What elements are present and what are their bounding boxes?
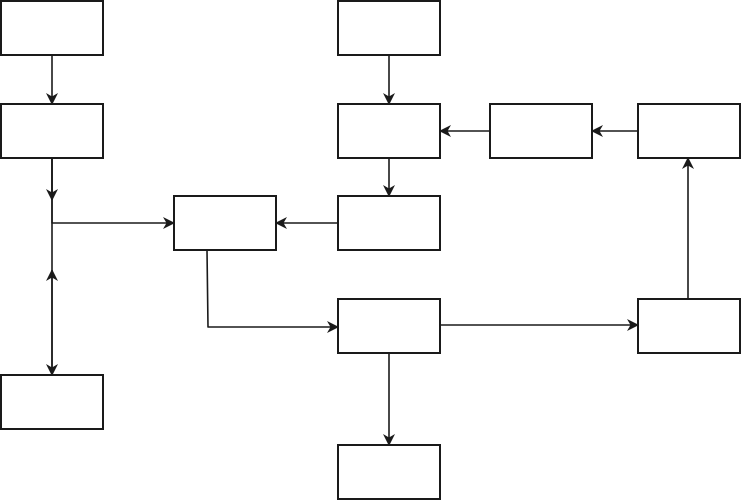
node-rect-n6 (173, 195, 277, 251)
node-box-n12 (0, 374, 104, 430)
node-box-n6 (173, 195, 277, 251)
node-box-n7 (337, 195, 441, 251)
node-box-n5 (489, 103, 593, 159)
node-box-n3 (337, 0, 441, 56)
node-box-n11 (637, 103, 741, 159)
node-rect-n7 (337, 195, 441, 251)
node-rect-n12 (0, 374, 104, 430)
node-rect-n2 (0, 103, 104, 159)
node-rect-n4 (337, 103, 441, 159)
node-rect-n1 (0, 0, 104, 56)
edge-n2-to-n6 (51, 158, 175, 229)
node-box-n4 (337, 103, 441, 159)
node-rect-n11 (637, 103, 741, 159)
node-rect-n10 (637, 298, 741, 354)
node-box-n2 (0, 103, 104, 159)
node-box-n10 (637, 298, 741, 354)
node-box-n9 (337, 444, 441, 500)
node-rect-n8 (337, 298, 441, 354)
node-box-n1 (0, 0, 104, 56)
node-rect-n3 (337, 0, 441, 56)
node-rect-n5 (489, 103, 593, 159)
node-rect-n9 (337, 444, 441, 500)
edges-layer (46, 55, 694, 446)
edge-n6-to-n8 (206, 249, 339, 333)
node-box-n8 (337, 298, 441, 354)
